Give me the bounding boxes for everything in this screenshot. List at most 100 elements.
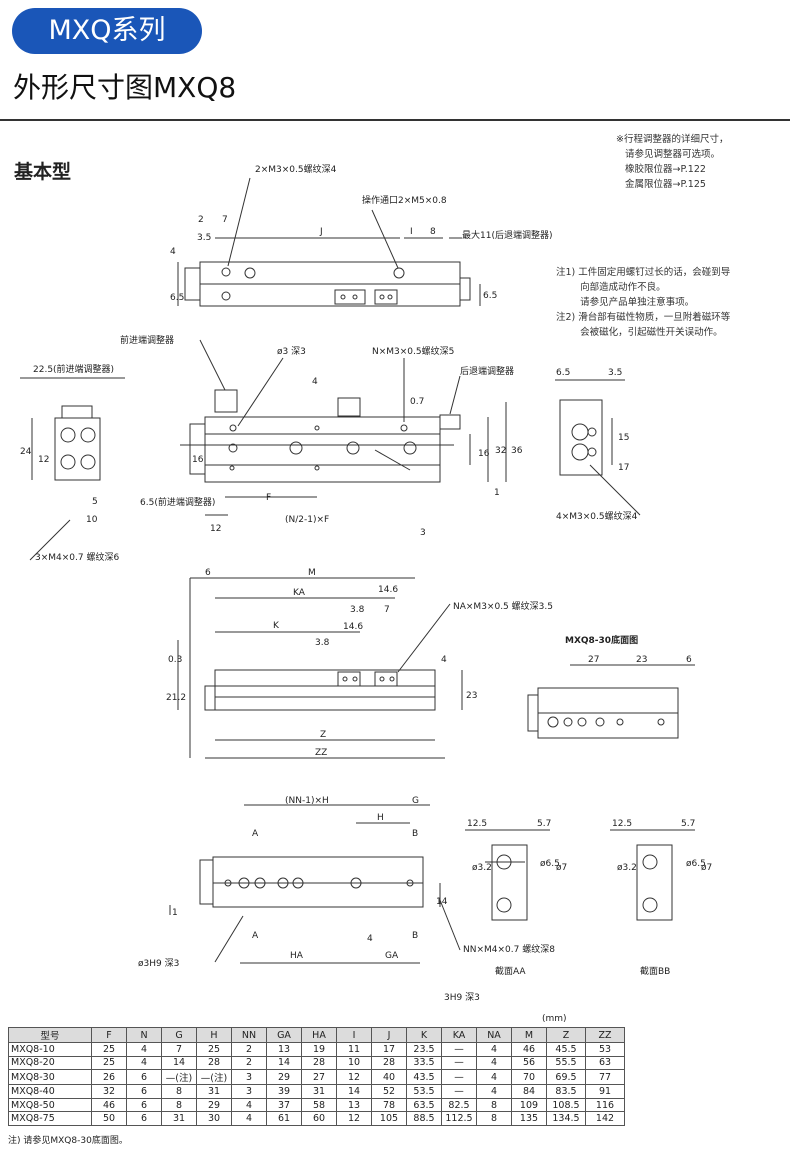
dim-side-10: 21.2 bbox=[166, 693, 186, 703]
table-model-cell: MXQ8-20 bbox=[8, 1055, 92, 1071]
table-cell: 8 bbox=[161, 1097, 197, 1113]
dim-side-7: 3.8 bbox=[315, 638, 330, 648]
table-cell: 88.5 bbox=[406, 1111, 442, 1126]
table-cell: 58 bbox=[301, 1097, 337, 1113]
table-cell: 30 bbox=[196, 1111, 232, 1126]
dim-lower-1: H bbox=[377, 813, 384, 823]
dim-section-7: ø3.2 bbox=[617, 863, 637, 873]
max11-label: 最大11(后退端调整器) bbox=[462, 229, 552, 241]
table-cell: 109 bbox=[511, 1097, 547, 1113]
table-cell: 11 bbox=[336, 1042, 372, 1057]
dim-section-0: 12.5 bbox=[467, 819, 487, 829]
table-model-cell: MXQ8-75 bbox=[8, 1111, 92, 1126]
dim-top-2: 3.5 bbox=[197, 233, 211, 243]
table-header-cell: NA bbox=[476, 1027, 512, 1043]
dim-left-2: 5 bbox=[92, 497, 98, 507]
dim-side-9: 0.3 bbox=[168, 655, 182, 665]
table-cell: 69.5 bbox=[546, 1069, 586, 1086]
table-cell: 63.5 bbox=[406, 1097, 442, 1113]
dim-top-5: 8 bbox=[430, 227, 436, 237]
table-cell: 25 bbox=[196, 1042, 232, 1057]
table-cell: 23.5 bbox=[406, 1042, 442, 1057]
lower-view bbox=[169, 804, 461, 964]
dim-lower-2: A bbox=[252, 829, 259, 839]
table-cell: 8 bbox=[476, 1097, 512, 1113]
table-cell: 45.5 bbox=[546, 1042, 586, 1057]
table-cell: 13 bbox=[266, 1042, 302, 1057]
table-header-cell: NN bbox=[231, 1027, 267, 1043]
table-cell: 2 bbox=[231, 1042, 267, 1057]
table-cell: 70 bbox=[511, 1069, 547, 1086]
dim-lower-7: 14 bbox=[436, 897, 448, 907]
table-cell: — bbox=[441, 1084, 477, 1099]
table-cell: 108.5 bbox=[546, 1097, 586, 1113]
table-cell: 28 bbox=[196, 1055, 232, 1071]
table-cell: 25 bbox=[91, 1055, 127, 1071]
dim-front-9: 16 bbox=[192, 455, 204, 465]
table-cell: —(注) bbox=[196, 1069, 232, 1086]
table-cell: 4 bbox=[476, 1084, 512, 1099]
dim-side-11: 4 bbox=[441, 655, 447, 665]
table-cell: 39 bbox=[266, 1084, 302, 1099]
table-cell: 28 bbox=[371, 1055, 407, 1071]
dim-side-1: M bbox=[308, 568, 316, 578]
dim-lower-3: B bbox=[412, 829, 418, 839]
section-aa bbox=[465, 829, 550, 921]
table-cell: 142 bbox=[585, 1111, 625, 1126]
table-header-cell: G bbox=[161, 1027, 197, 1043]
bottom-view bbox=[527, 664, 695, 739]
table-cell: 60 bbox=[301, 1111, 337, 1126]
adjuster-note: ※行程调整器的详细尺寸， 请参见调整器可选项。 橡胶限位器→P.122 金属限位… bbox=[616, 134, 729, 190]
dim-front-6: F bbox=[266, 493, 271, 503]
table-model-cell: MXQ8-30 bbox=[8, 1069, 92, 1086]
dim-top-3: J bbox=[319, 227, 323, 237]
dim-side-8: 14.6 bbox=[343, 622, 363, 632]
dim-left-3: 10 bbox=[86, 515, 98, 525]
table-model-cell: MXQ8-10 bbox=[8, 1042, 92, 1057]
table-cell: 4 bbox=[476, 1069, 512, 1086]
table-unit: (mm) bbox=[542, 1014, 567, 1024]
table-cell: 37 bbox=[266, 1097, 302, 1113]
table-cell: 63 bbox=[585, 1055, 625, 1071]
table-cell: 4 bbox=[231, 1097, 267, 1113]
dim-side-4: 3.8 bbox=[350, 605, 365, 615]
table-cell: 3 bbox=[231, 1084, 267, 1099]
table-cell: 53.5 bbox=[406, 1084, 442, 1099]
dim-section-6: 5.7 bbox=[681, 819, 695, 829]
table-cell: 83.5 bbox=[546, 1084, 586, 1099]
table-cell: 50 bbox=[91, 1111, 127, 1126]
table-header-cell: F bbox=[91, 1027, 127, 1043]
table-footnote: 注) 请参见MXQ8-30底面图。 bbox=[8, 1136, 128, 1146]
table-cell: 4 bbox=[231, 1111, 267, 1126]
title-divider bbox=[0, 119, 790, 121]
dim-right-2: 15 bbox=[618, 433, 629, 443]
table-cell: 6 bbox=[126, 1069, 162, 1086]
table-cell: 31 bbox=[301, 1084, 337, 1099]
dim-section-3: ø6.5 bbox=[540, 859, 560, 869]
section-aa-label: 截面AA bbox=[495, 965, 526, 977]
table-header-cell: KA bbox=[441, 1027, 477, 1043]
section-title: 基本型 bbox=[14, 161, 72, 183]
dim-lower-0: G bbox=[412, 796, 419, 806]
dim-front-3: 32 bbox=[495, 446, 506, 456]
dim-front-2: 16 bbox=[478, 449, 490, 459]
dim-top-7: 6.5 bbox=[170, 293, 184, 303]
table-cell: 61 bbox=[266, 1111, 302, 1126]
table-cell: 134.5 bbox=[546, 1111, 586, 1126]
dim-side-12: 23 bbox=[466, 691, 477, 701]
dim-section-4: ø7 bbox=[556, 863, 567, 873]
table-cell: 31 bbox=[196, 1084, 232, 1099]
dim-side-0: 6 bbox=[205, 568, 211, 578]
table-cell: 4 bbox=[476, 1055, 512, 1071]
pin-hole-label: ø3 深3 bbox=[277, 346, 306, 357]
table-cell: 78 bbox=[371, 1097, 407, 1113]
dim-front-4: 36 bbox=[511, 446, 523, 456]
m3-side-label: 4×M3×0.5螺纹深4 bbox=[556, 510, 638, 522]
na-thread-label: NA×M3×0.5 螺纹深3.5 bbox=[453, 600, 553, 612]
table-cell: 33.5 bbox=[406, 1055, 442, 1071]
table-cell: 14 bbox=[266, 1055, 302, 1071]
dim-section-2: ø3.2 bbox=[472, 863, 492, 873]
table-cell: 2 bbox=[231, 1055, 267, 1071]
table-header-cell: H bbox=[196, 1027, 232, 1043]
